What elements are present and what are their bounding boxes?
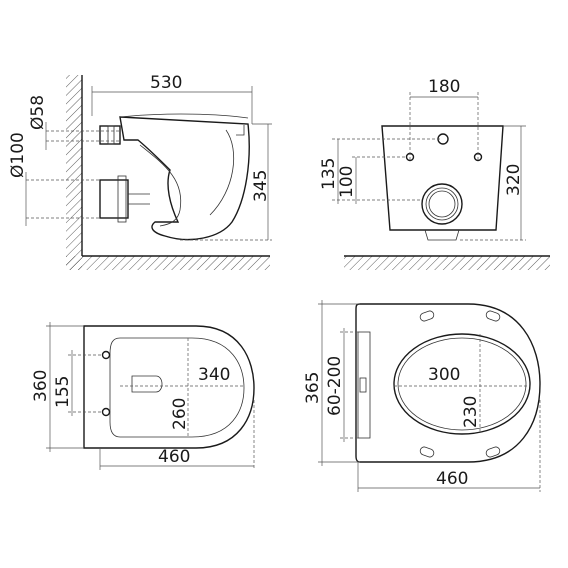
top-outline	[83, 325, 255, 449]
dim-length: 530	[150, 73, 182, 93]
back-outline	[381, 125, 504, 231]
seat-outline	[355, 303, 541, 463]
dim-holes-to-outlet: 100	[337, 166, 357, 198]
dim-pipe-small: Ø58	[28, 95, 48, 130]
top-bowl	[109, 337, 245, 438]
dim-opening-length: 300	[428, 365, 460, 385]
dim-opening-width: 230	[461, 396, 481, 428]
dim-height: 345	[251, 170, 271, 202]
dim-hole-spacing: 180	[428, 77, 460, 97]
dim-top-to-holes: 135	[319, 158, 339, 190]
dim-pipe-large: Ø100	[8, 132, 28, 178]
dim-back-height: 320	[504, 164, 524, 196]
bowl-outline	[119, 116, 250, 241]
top-view: 340 260 360 155 460	[31, 322, 255, 470]
seat-view: 300 230 365 60-200 460	[303, 300, 541, 492]
floor-hatch	[344, 256, 550, 270]
side-view: 530 Ø58 Ø100 345	[8, 73, 272, 270]
dim-hinge-range: 60-200	[325, 356, 345, 416]
seat-opening	[393, 333, 531, 435]
floor-hatch	[66, 256, 270, 270]
wall-hatch	[66, 75, 82, 270]
dim-top-length: 460	[158, 447, 190, 467]
dim-bowl-length: 340	[198, 365, 230, 385]
dim-seat-length: 460	[436, 469, 468, 489]
dim-bowl-width: 260	[170, 398, 190, 430]
back-view: 180 135 100 320	[319, 77, 550, 270]
dim-seat-width: 365	[303, 372, 323, 404]
dim-top-width: 360	[31, 370, 51, 402]
dim-hole-offset: 155	[53, 376, 73, 408]
